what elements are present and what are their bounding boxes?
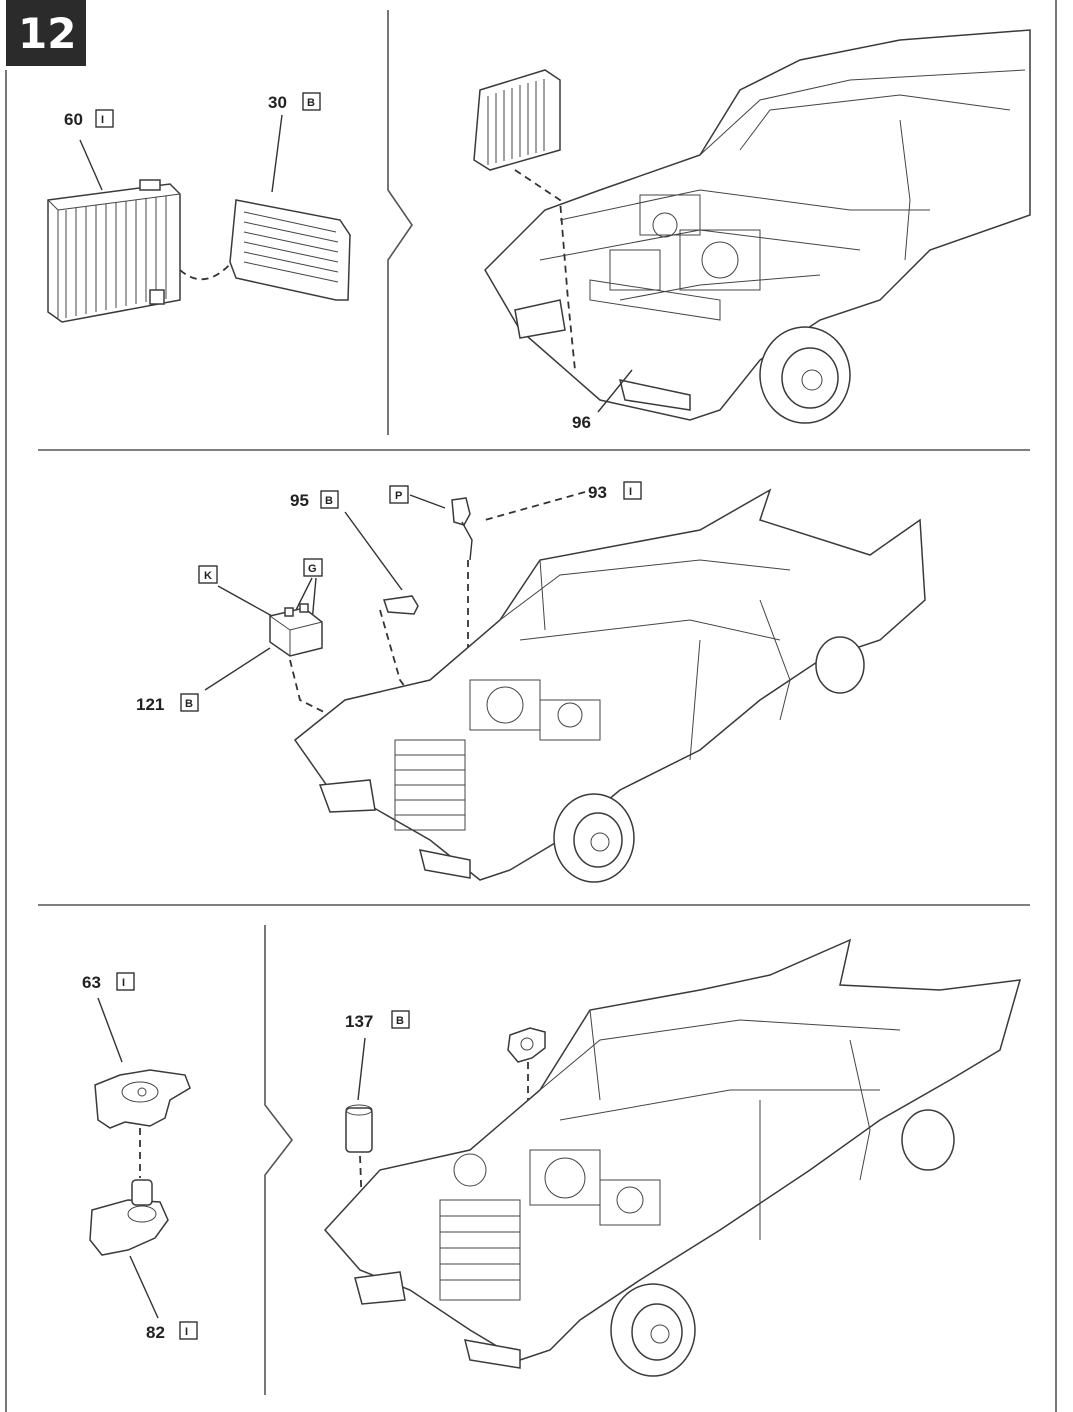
paint-code-k-tag: K [198,565,218,584]
battery-part-number: 121 [136,695,164,714]
distributor-sprue-tag: I [623,481,642,500]
panel-bottom-chevron-divider [264,925,294,1395]
svg-text:B: B [325,495,333,507]
horn-lower-part-number: 82 [146,1323,165,1342]
svg-text:I: I [122,977,125,989]
horn-upper-leader-line [97,997,123,1063]
radiator-to-shroud-dash [179,261,233,281]
shroud-sprue-tag: B [302,92,321,111]
radiator-leader-line [79,139,103,191]
horn-upper-sprue-tag: I [116,972,135,991]
step-badge: 12 [6,0,86,66]
battery-sprue-tag: B [180,693,199,712]
coil-sprue-tag: B [320,490,339,509]
svg-text:I: I [101,114,104,126]
distributor-part-number: 93 [588,483,607,502]
horn-upper-part-number: 63 [82,973,101,992]
svg-text:K: K [204,570,212,582]
car-assembly-bottom [323,938,1022,1377]
canister-leader-line [357,1037,366,1101]
coil-leader-line [344,511,403,591]
hose-part-number: 96 [572,413,591,432]
shroud-leader-line [271,114,283,193]
horn-lower-part-drawing [89,1179,169,1256]
svg-text:I: I [629,486,632,498]
canister-part-drawing [345,1104,373,1153]
svg-text:I: I [185,1326,188,1338]
radiator-installed-drawing [473,69,561,171]
coil-part-number: 95 [290,491,309,510]
coil-install-dash [379,609,441,736]
radiator-part-drawing [47,179,181,323]
horn-lower-sprue-tag: I [179,1321,198,1340]
panel-middle: 95 B P 93 I K [136,481,926,883]
paint-p-leader-line [409,494,446,509]
panel-bottom: 63 I 82 I 137 B [82,938,1022,1377]
paint-code-g-tag: G [303,558,323,577]
radiator-part-number: 60 [64,110,83,129]
svg-text:B: B [307,97,315,109]
battery-part-drawing [269,603,323,657]
car-assembly-top [484,29,1031,424]
battery-leader-line [204,647,271,691]
paint-k-leader-line [217,585,273,617]
shroud-part-drawing [229,199,351,301]
step-number: 12 [18,9,76,58]
svg-text:B: B [185,698,193,710]
paint-code-p-tag: P [389,485,409,504]
radiator-sprue-tag: I [95,109,114,128]
distributor-leader-dash [484,491,586,521]
panel-top-chevron-divider [387,10,413,435]
radiator-install-dash [514,169,576,371]
shroud-part-number: 30 [268,93,287,112]
horn-installed-drawing [507,1027,546,1063]
distributor-part-drawing [451,497,473,561]
canister-sprue-tag: B [391,1010,410,1029]
svg-text:G: G [308,563,317,575]
horn-upper-part-drawing [94,1069,191,1129]
car-assembly-middle [293,488,926,883]
svg-text:P: P [395,490,402,502]
panel-top: 60 I 30 B [47,29,1031,432]
svg-text:B: B [396,1015,404,1027]
canister-part-number: 137 [345,1012,373,1031]
paint-g-leader-line-a [295,577,313,611]
coil-part-drawing [383,595,419,615]
hose-leader-line [597,369,633,413]
horn-lower-leader-line [129,1255,159,1319]
